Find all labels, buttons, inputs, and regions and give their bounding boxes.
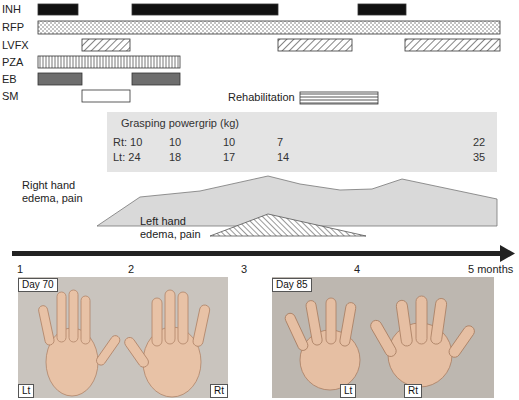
drug-name: INH — [2, 3, 21, 16]
grip-table-panel: Grasping powergrip (kg) Rt: 10 10 10 7 22Lt: … — [107, 112, 497, 172]
drug-name: EB — [2, 73, 17, 86]
month-tick: 2 — [128, 263, 134, 276]
tag-text: Rt — [408, 385, 418, 396]
tag-text: Day 70 — [22, 279, 54, 290]
month-tick: 3 — [241, 263, 247, 276]
table-heading: Grasping powergrip (kg) — [121, 117, 239, 130]
rehab-label: Rehabilitation — [228, 91, 295, 104]
tag-text: Lt — [22, 385, 30, 396]
photo-tag: Lt — [340, 384, 356, 398]
tag-text: Day 85 — [276, 279, 308, 290]
left-hand-area — [210, 214, 366, 236]
symptom-label: Left hand edema, pain — [140, 215, 206, 241]
table-cell: Rt: 10 — [113, 136, 142, 149]
drug-name: LVFX — [2, 39, 29, 52]
drug-name: PZA — [2, 56, 23, 69]
table-cell: 35 — [473, 151, 485, 164]
table-cell: Lt: 24 — [113, 151, 141, 164]
table-cell: 18 — [169, 151, 181, 164]
tag-text: Rt — [214, 385, 224, 396]
table-cell: 10 — [223, 136, 235, 149]
drug-bars — [38, 4, 500, 104]
month-tick: 1 — [17, 263, 23, 276]
month-tick: 5 months — [468, 263, 513, 276]
table-cell: 14 — [277, 151, 289, 164]
photo-tag: Rt — [404, 384, 422, 398]
symptom-label: Right hand edema, pain — [22, 179, 94, 205]
drug-name: SM — [2, 90, 19, 103]
photo-tag: Rt — [210, 384, 228, 398]
month-tick: 4 — [354, 263, 360, 276]
tag-text: Lt — [344, 385, 352, 396]
photo-tag: Day 85 — [272, 278, 312, 292]
table-cell: 7 — [277, 136, 283, 149]
photo-tag: Day 70 — [18, 278, 58, 292]
table-cell: 10 — [169, 136, 181, 149]
hand-photo — [272, 277, 494, 398]
hand-photo — [18, 277, 228, 398]
table-cell: 22 — [473, 136, 485, 149]
drug-name: RFP — [2, 21, 24, 34]
table-cell: 17 — [223, 151, 235, 164]
photo-tag: Lt — [18, 384, 34, 398]
time-axis — [12, 245, 515, 262]
